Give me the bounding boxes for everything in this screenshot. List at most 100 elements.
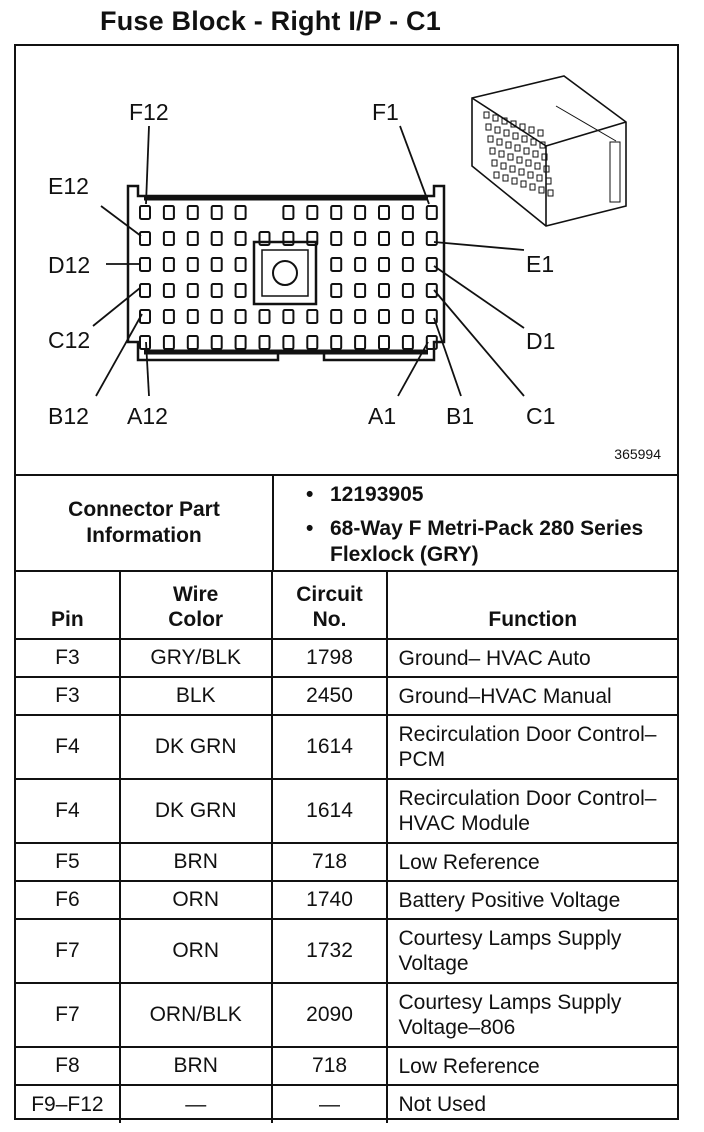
cell-circuit: 718 bbox=[270, 1046, 389, 1086]
cell-pin: F7 bbox=[16, 918, 121, 984]
pin-cavity bbox=[306, 231, 319, 246]
iso-pin-cavity bbox=[539, 141, 546, 149]
iso-pin-cavity bbox=[521, 135, 528, 143]
figure-reference-number: 365994 bbox=[614, 446, 661, 462]
pin-cavity bbox=[234, 205, 247, 220]
pin-cavity bbox=[186, 205, 199, 220]
cell-circuit: 1732 bbox=[270, 918, 389, 984]
pin-cavity bbox=[378, 205, 390, 220]
pin-cavity bbox=[401, 309, 414, 324]
pin-cavity bbox=[378, 283, 390, 298]
pin-cavity bbox=[354, 231, 367, 246]
pin-cavity bbox=[425, 231, 438, 246]
pin-cavity bbox=[401, 205, 414, 220]
iso-pin-cavity bbox=[543, 165, 550, 173]
cell-wire-color: ORN bbox=[118, 880, 273, 920]
cell-function: Low Reference bbox=[386, 1046, 677, 1086]
connector-type: 68-Way F Metri-Pack 280 Series Flexlock … bbox=[306, 516, 660, 568]
pin-cavity bbox=[401, 335, 414, 350]
pin-cavity bbox=[210, 205, 223, 220]
cell-circuit: — bbox=[270, 1084, 389, 1123]
iso-pin-cavity bbox=[493, 171, 500, 179]
pin-cavity bbox=[234, 335, 247, 350]
pin-cavity bbox=[378, 309, 390, 324]
pin-cavity bbox=[210, 309, 223, 324]
iso-pin-cavity bbox=[511, 177, 518, 185]
table-row: F9–F12——Not Used bbox=[16, 1084, 677, 1123]
pin-label-c12: C12 bbox=[48, 327, 90, 353]
page-title: Fuse Block - Right I/P - C1 bbox=[100, 6, 441, 36]
pin-cavity bbox=[234, 309, 247, 324]
pin-cavity bbox=[162, 335, 175, 350]
header-wire-color: Wire Color bbox=[118, 572, 273, 640]
iso-pin-cavity bbox=[523, 147, 530, 155]
pin-cavity bbox=[306, 309, 319, 324]
pin-cavity bbox=[139, 205, 151, 220]
cell-pin: F8 bbox=[16, 1046, 121, 1086]
connector-info-label: Connector Part Information bbox=[16, 476, 274, 570]
header-function: Function bbox=[386, 572, 677, 640]
iso-pin-cavity bbox=[489, 147, 496, 155]
connector-part-information: Connector Part Information 12193905 68-W… bbox=[16, 474, 677, 572]
iso-pin-cavity bbox=[500, 162, 507, 170]
pin-cavity-grid bbox=[139, 205, 438, 350]
iso-pin-cavity bbox=[496, 138, 503, 146]
cell-function: Battery Positive Voltage bbox=[386, 880, 677, 920]
pin-cavity bbox=[354, 205, 367, 220]
pin-leader-lines bbox=[92, 125, 525, 397]
pin-labels: F12 F1 E12 E1 D12 D1 C12 C1 B12 B1 A12 A… bbox=[48, 99, 555, 429]
pin-label-b12: B12 bbox=[48, 403, 89, 429]
document-frame: F12 F1 E12 E1 D12 D1 C12 C1 B12 B1 A12 A… bbox=[14, 44, 679, 1123]
pin-cavity bbox=[162, 283, 175, 298]
pin-cavity bbox=[282, 335, 295, 350]
cell-function: Recirculation Door Control–PCM bbox=[386, 714, 677, 780]
pin-cavity bbox=[330, 205, 343, 220]
pin-cavity bbox=[186, 231, 199, 246]
header-pin: Pin bbox=[16, 572, 121, 640]
pin-cavity bbox=[330, 335, 343, 350]
pin-cavity bbox=[330, 231, 343, 246]
pin-label-f1: F1 bbox=[372, 99, 399, 125]
pin-label-a12: A12 bbox=[127, 403, 168, 429]
cell-circuit: 2450 bbox=[270, 676, 389, 716]
cell-pin: F4 bbox=[16, 714, 121, 780]
pin-cavity bbox=[234, 283, 247, 298]
pin-cavity bbox=[401, 257, 414, 272]
pin-cavity bbox=[354, 309, 367, 324]
iso-pin-cavity bbox=[537, 129, 544, 137]
pin-cavity bbox=[186, 257, 199, 272]
pin-cavity bbox=[330, 309, 343, 324]
cell-pin: F3 bbox=[16, 676, 121, 716]
pin-cavity bbox=[186, 309, 199, 324]
pin-label-d1: D1 bbox=[526, 328, 555, 354]
iso-pin-cavity bbox=[491, 159, 498, 167]
pin-cavity bbox=[282, 205, 295, 220]
cell-circuit: 2090 bbox=[270, 982, 389, 1048]
iso-pin-cavity bbox=[487, 135, 494, 143]
connector-face-drawing: F12 F1 E12 E1 D12 D1 C12 C1 B12 B1 A12 A… bbox=[48, 75, 627, 429]
cell-function: Ground–HVAC Manual bbox=[386, 676, 677, 716]
cell-pin: F6 bbox=[16, 880, 121, 920]
pin-cavity bbox=[139, 257, 151, 272]
header-circuit: Circuit No. bbox=[270, 572, 389, 640]
pin-label-b1: B1 bbox=[446, 403, 474, 429]
pin-cavity bbox=[162, 205, 175, 220]
cell-pin: F4 bbox=[16, 778, 121, 844]
cell-circuit: 718 bbox=[270, 842, 389, 882]
cell-wire-color: DK GRN bbox=[118, 778, 273, 844]
iso-pin-cavity bbox=[520, 180, 527, 188]
cell-function: Courtesy Lamps Supply Voltage–806 bbox=[386, 982, 677, 1048]
iso-pin-cavity bbox=[545, 177, 552, 185]
pin-cavity bbox=[425, 257, 438, 272]
cell-pin: F9–F12 bbox=[16, 1084, 121, 1123]
pin-cavity bbox=[425, 309, 438, 324]
pin-cavity bbox=[306, 335, 319, 350]
cell-pin: F5 bbox=[16, 842, 121, 882]
pin-cavity bbox=[330, 257, 343, 272]
connector-info-list: 12193905 68-Way F Metri-Pack 280 Series … bbox=[306, 482, 660, 576]
pin-cavity bbox=[258, 335, 271, 350]
